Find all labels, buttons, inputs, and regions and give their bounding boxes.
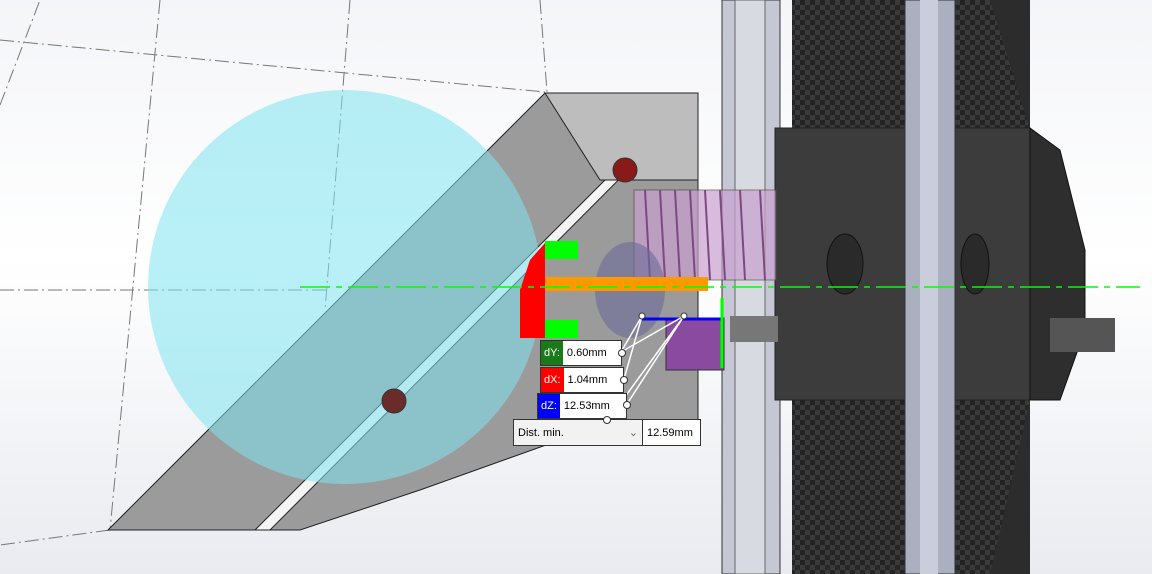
- delta-y-value: 0.60mm: [566, 347, 607, 359]
- ball-marker-bottom: [381, 388, 407, 414]
- distance-mode-label: Dist. min.: [518, 426, 564, 439]
- leader-handle[interactable]: [618, 349, 626, 357]
- delta-x-value: 1.04mm: [567, 374, 608, 386]
- chevron-down-icon: ⌄: [628, 427, 638, 439]
- interference-sphere: [148, 90, 542, 484]
- purple-block[interactable]: [665, 317, 725, 371]
- leader-handle[interactable]: [623, 401, 631, 409]
- distance-value: 12.59mm: [647, 426, 693, 439]
- delta-z-readout: dZ: 12.53mm: [537, 393, 627, 419]
- delta-z-value: 12.53mm: [563, 400, 610, 412]
- leader-handle[interactable]: [603, 416, 611, 424]
- orange-edge: [545, 277, 708, 291]
- distance-mode-dropdown[interactable]: Dist. min. ⌄: [514, 420, 643, 445]
- delta-y-readout: dY: 0.60mm: [540, 340, 622, 366]
- delta-x-label: dX:: [541, 368, 564, 392]
- red-face: [520, 243, 545, 338]
- green-face-top: [545, 241, 578, 259]
- leader-handle[interactable]: [620, 376, 628, 384]
- distance-readout: Dist. min. ⌄ 12.59mm: [513, 419, 701, 446]
- delta-z-label: dZ:: [538, 394, 560, 418]
- delta-x-readout: dX: 1.04mm: [540, 367, 624, 393]
- delta-y-label: dY:: [541, 341, 563, 365]
- threaded-bolt: [730, 316, 778, 342]
- ball-marker-top: [612, 157, 638, 183]
- green-face-bottom: [545, 320, 578, 338]
